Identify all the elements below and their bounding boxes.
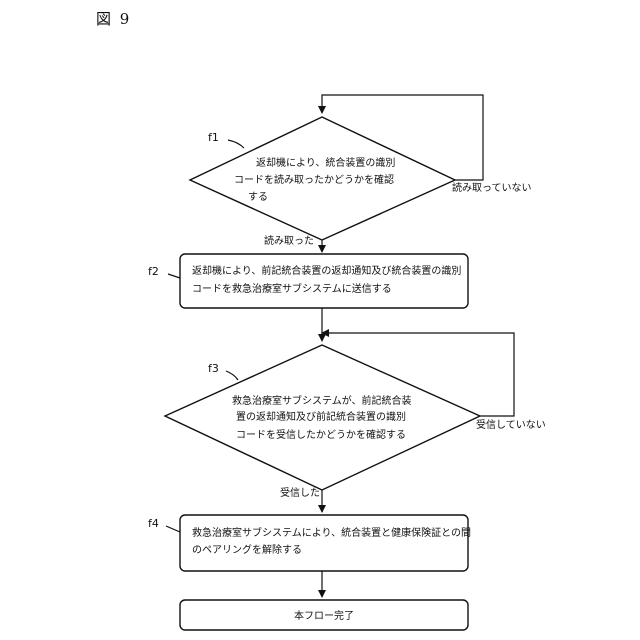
f3-ref-leader bbox=[226, 371, 238, 380]
f1-text-3: する bbox=[248, 191, 268, 203]
f2-ref-leader bbox=[168, 274, 180, 278]
f3-text-3: コードを受信したかどうかを確認する bbox=[236, 428, 406, 441]
f3-ref: f3 bbox=[208, 362, 219, 375]
f4-ref-leader bbox=[166, 526, 180, 532]
f3-no-label: 受信していない bbox=[476, 419, 546, 431]
f1-yes-label: 読み取った bbox=[264, 234, 314, 247]
f4-process bbox=[180, 515, 468, 571]
f1-ref: f1 bbox=[208, 131, 219, 144]
f1-text-2: コードを読み取ったかどうかを確認 bbox=[234, 173, 394, 186]
f3-text-1: 救急治療室サブシステムが、前記統合装 bbox=[232, 394, 412, 407]
end-text: 本フロー完了 bbox=[294, 609, 354, 622]
f2-text-1: 返却機により、前記統合装置の返却通知及び統合装置の識別 bbox=[192, 264, 461, 277]
f2-ref: f2 bbox=[148, 265, 159, 278]
f2-text-2: コードを救急治療室サブシステムに送信する bbox=[192, 282, 392, 295]
f1-no-label: 読み取っていない bbox=[452, 181, 532, 194]
f1-ref-leader bbox=[228, 140, 244, 148]
f2-process bbox=[180, 254, 468, 308]
f4-text-2: のペアリングを解除する bbox=[192, 543, 302, 556]
f4-ref: f4 bbox=[148, 517, 159, 530]
f1-text-1: 返却機により、統合装置の識別 bbox=[256, 156, 395, 169]
f3-text-2: 置の返却通知及び前記統合装置の識別 bbox=[236, 410, 406, 423]
f3-yes-label: 受信した bbox=[280, 487, 320, 499]
f4-text-1: 救急治療室サブシステムにより、統合装置と健康保険証との間 bbox=[192, 526, 471, 539]
